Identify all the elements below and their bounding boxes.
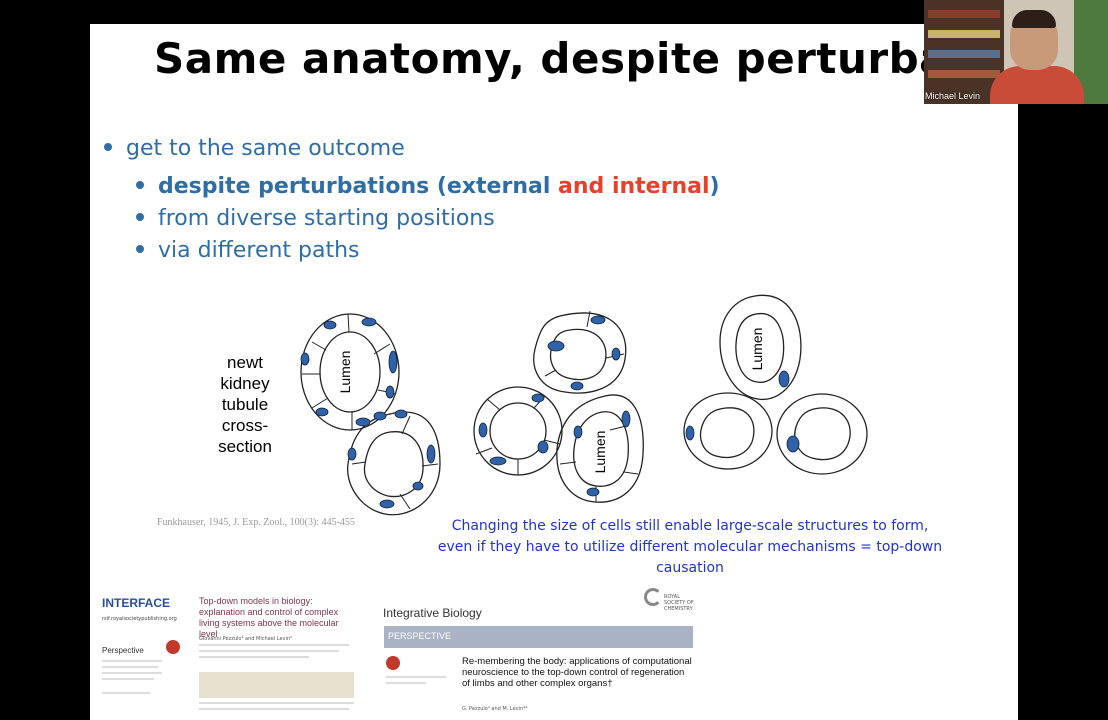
figure-label: newt kidney tubule cross- section [208,352,282,457]
figure-label-line: kidney [220,374,270,393]
tubule-lumen [699,407,755,459]
tubule-cross-section-diagram: Lumen Lumen Lumen [300,294,868,516]
tubule-lumen [489,402,547,460]
lumen-label: Lumen [592,431,608,474]
bullet-dot-icon [136,245,144,253]
bullet-different-paths: via different paths [136,238,360,263]
tubule-lumen [549,328,607,381]
figure-label-line: cross- [221,416,269,435]
bullet-same-outcome: get to the same outcome [104,136,405,161]
slide: Same anatomy, despite perturbation get t… [90,24,1018,720]
tubule-outer [719,294,802,401]
lumen-label: Lumen [337,351,353,394]
participant-video[interactable]: Michael Levin [924,0,1108,104]
bullet-text-close: ) [709,174,720,199]
journal-url: rsif.royalsocietypublishing.org [102,616,177,622]
tubule-lumen [794,407,851,461]
bullet-text: from diverse starting positions [158,206,495,231]
article-type: Perspective [102,646,144,655]
bullet-text: despite perturbations (external [158,174,559,199]
figure-caption: Changing the size of cells still enable … [437,518,943,576]
paper-thumbnail-interface: INTERFACE rsif.royalsocietypublishing.or… [100,592,360,720]
rsc-logo-icon [644,588,662,606]
bullet-despite-perturbations: despite perturbations (external and inte… [136,174,720,199]
bullet-diverse-starting: from diverse starting positions [136,206,495,231]
bullet-text: via different paths [158,238,360,263]
tubule-outer [556,394,644,503]
figure-label-line: newt [227,353,263,372]
journal-name: Integrative Biology [383,606,482,620]
bullet-dot-icon [104,143,112,151]
crossmark-icon [386,656,400,670]
tubule-outer [533,312,627,394]
tubule-outer [300,313,400,431]
bullet-text-internal: and internal [558,174,710,199]
paper-thumbnail-integrative-biology: ROYAL SOCIETY OF CHEMISTRY Integrative B… [382,584,694,720]
participant-name: Michael Levin [925,91,981,101]
figure-label-line: tubule [221,395,269,414]
article-type: PERSPECTIVE [388,631,452,641]
tubule-outer [683,392,773,470]
lumen-label: Lumen [749,328,765,371]
bullet-dot-icon [136,181,144,189]
tubule-lumen [735,313,785,383]
figure-label-line: section [218,437,272,456]
tubule-outer [776,393,868,475]
journal-name: INTERFACE [102,596,171,610]
participant-hair [1012,10,1056,28]
figure-citation: Funkhauser, 1945, J. Exp. Zool., 100(3):… [157,517,355,528]
paper-title: Top-down models in biology: explanation … [199,596,339,639]
publisher-name: ROYAL SOCIETY OF CHEMISTRY [664,594,694,612]
tubule-lumen [363,431,424,498]
paper-title: Re-membering the body: applications of c… [462,656,692,689]
slide-title: Same anatomy, despite perturbation [154,34,1018,83]
paper-authors: G. Pezzuloᵃ and M. Levin*ᵇ [462,706,528,712]
bullet-dot-icon [136,213,144,221]
paper-authors: Giovanni Pezzulo¹ and Michael Levin² [199,636,293,642]
crossmark-icon [166,640,180,654]
participant-body [990,66,1084,104]
article-type-bar [384,626,693,648]
bullet-text: get to the same outcome [126,136,405,161]
tubule-lumen [319,331,381,413]
tubule-outer [347,411,441,516]
